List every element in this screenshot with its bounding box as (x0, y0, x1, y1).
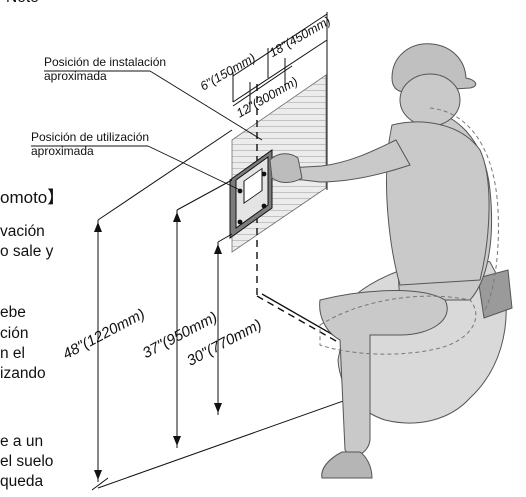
left-text-line: ción (0, 325, 29, 342)
left-text-line: izando (0, 365, 46, 382)
toilet-back-outline (429, 107, 499, 311)
left-text-line: o sale y (0, 243, 54, 260)
left-text-line: el suelo (0, 453, 54, 470)
dimension-48in: 48"(1220mm) (60, 306, 148, 363)
dimension-18in: 18"(450mm) (267, 14, 333, 60)
left-text-line: e a un (0, 433, 44, 450)
top-dimension-lines (232, 12, 328, 112)
wall-top-line (232, 39, 328, 103)
dimension-6in: 6"(150mm) (198, 51, 258, 94)
left-text-line: ebe (0, 304, 26, 321)
seated-person-figure (269, 43, 513, 479)
callout-leaders (31, 70, 263, 191)
toilet-seat-outline (319, 295, 477, 355)
dimension-arrowheads (94, 212, 222, 480)
installation-position-label: Posición de instalación aproximada (44, 55, 167, 83)
left-text-line: queda (0, 473, 44, 490)
left-text-line: n el (0, 345, 25, 362)
top-text-fragment: Note (6, 0, 39, 8)
section-heading-fragment: omoto】 (0, 188, 65, 207)
remote-control-plate (229, 149, 273, 239)
left-text-line: vación (0, 223, 45, 240)
usage-position-label: Posición de utilización aproximada (31, 130, 150, 158)
